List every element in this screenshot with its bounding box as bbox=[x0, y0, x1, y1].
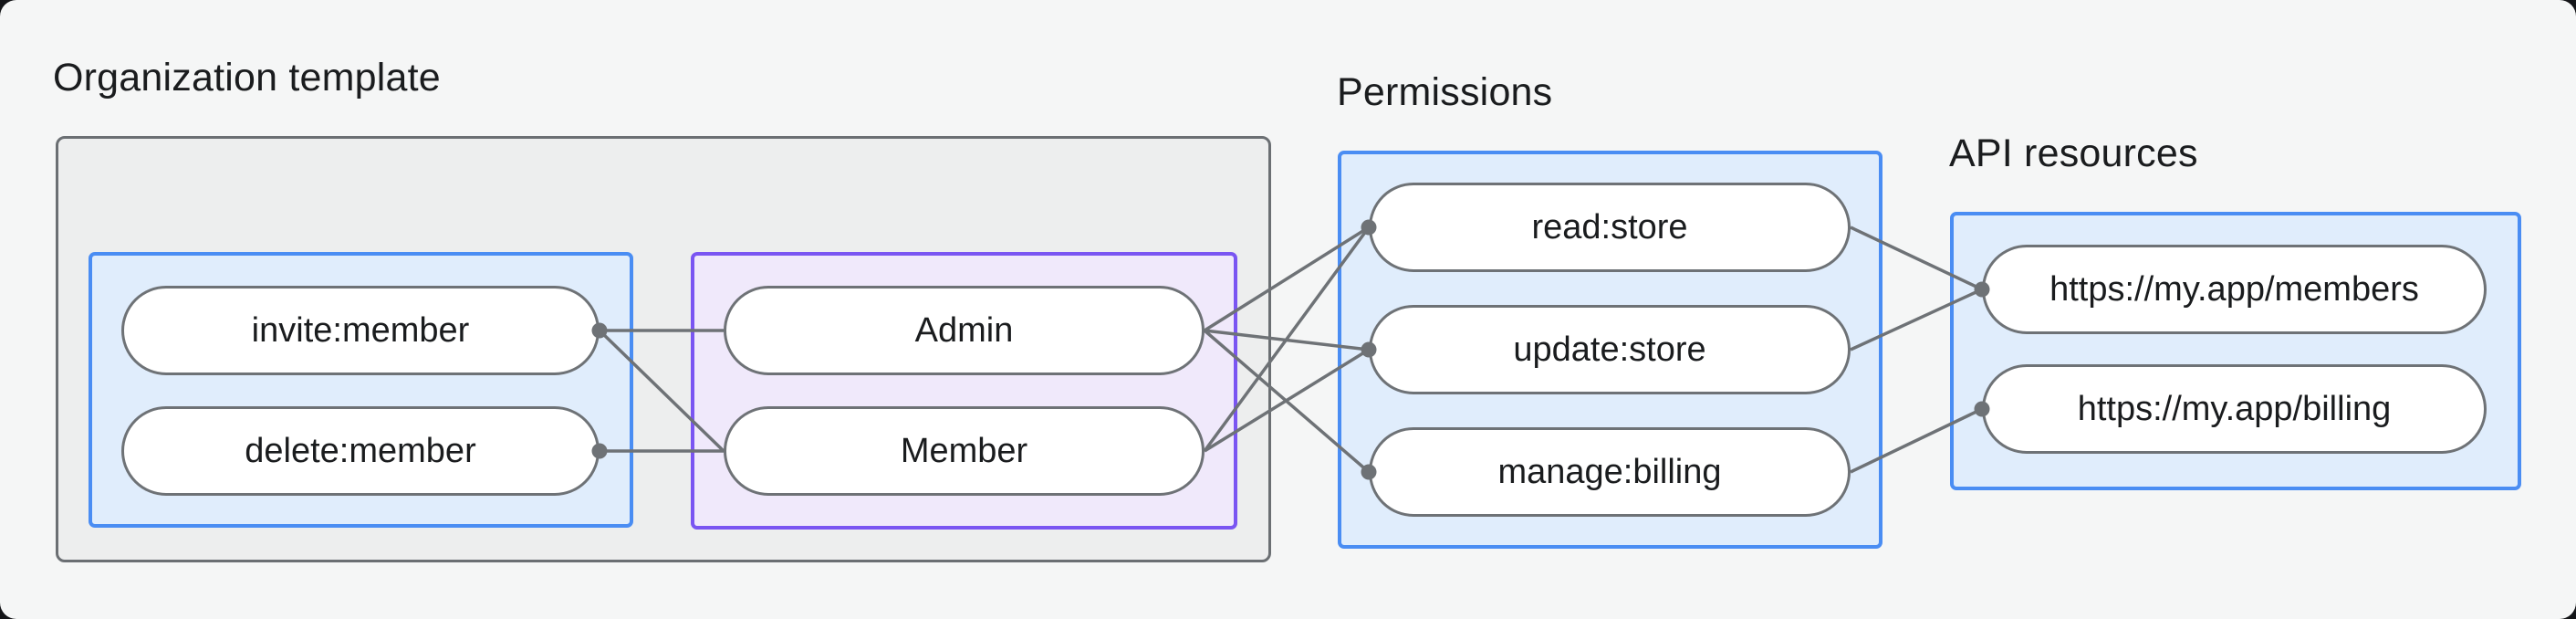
node-api-billing-pill: https://my.app/billing bbox=[1982, 364, 2487, 454]
organization-template-label: Organization template bbox=[53, 56, 441, 100]
node-admin-pill: Admin bbox=[724, 286, 1205, 375]
node-member-pill: Member bbox=[724, 406, 1205, 496]
node-api-members-pill: https://my.app/members bbox=[1982, 245, 2487, 334]
node-update-store-pill: update:store bbox=[1369, 305, 1851, 394]
api-resources-label: API resources bbox=[1949, 131, 2198, 175]
node-delete-member-pill: delete:member bbox=[121, 406, 600, 496]
node-invite-member-pill: invite:member bbox=[121, 286, 600, 375]
permissions-label: Permissions bbox=[1337, 70, 1553, 114]
node-manage-billing-pill: manage:billing bbox=[1369, 427, 1851, 517]
node-read-store-pill: read:store bbox=[1369, 183, 1851, 272]
